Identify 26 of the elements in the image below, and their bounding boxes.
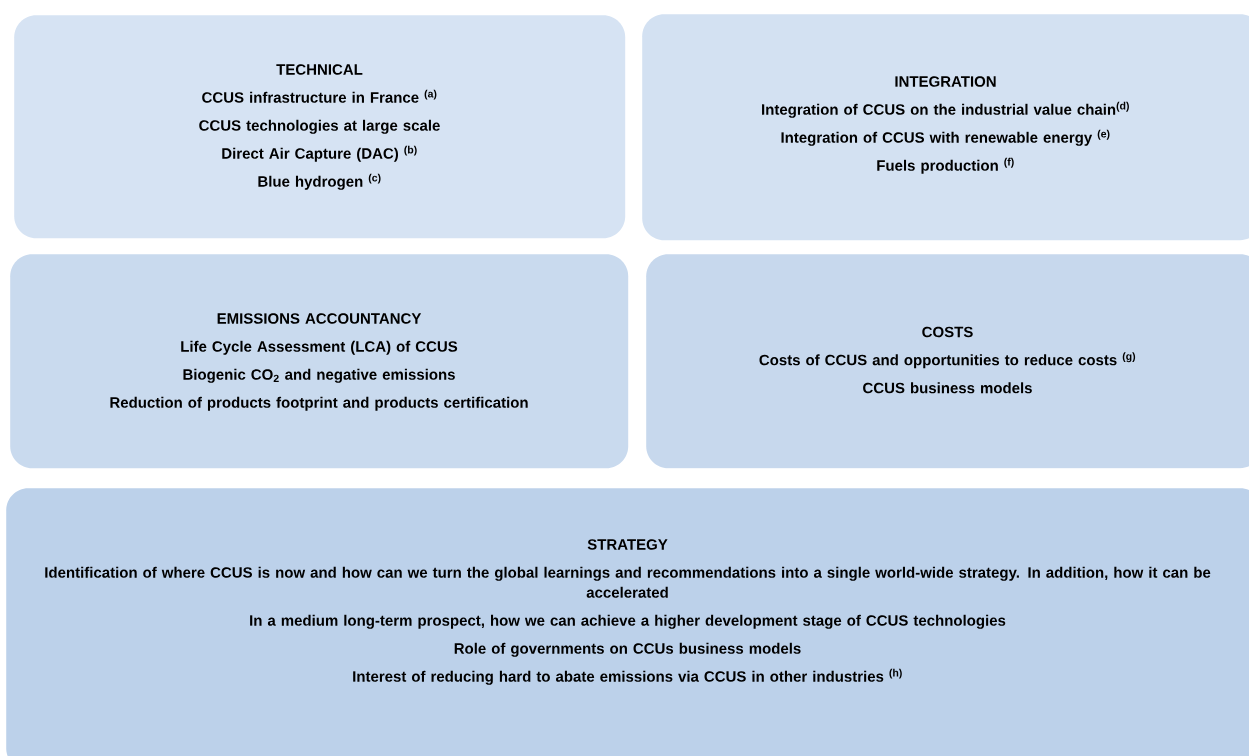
topic-text: Integration of CCUS with renewable energy $^{(e)}$ [781, 129, 1110, 146]
heading: INTEGRATION [895, 76, 996, 87]
topic-text: In a medium long-term prospect, how we can achieve a higher development stage of CCUS technologies [250, 614, 1006, 629]
topic-text: CCUS infrastructure in France $^{(a)}$ [202, 89, 437, 103]
topic-box [14, 15, 626, 239]
topic-text: CCUS business models [863, 382, 1032, 394]
topic-text: Biogenic CO$_{2}$ and negative emissions [183, 368, 455, 383]
topic-text: Role of governments on CCUs business models [454, 642, 801, 657]
topic-text: Blue hydrogen $^{(c)}$ [258, 173, 381, 190]
topic-text: Reduction of products footprint and products certification [110, 396, 528, 411]
topic-box [10, 254, 629, 469]
heading: STRATEGY [587, 539, 668, 550]
topic-text: Integration of CCUS on the industrial value chain$^{(d)}$ [762, 101, 1129, 118]
topic-box [646, 254, 1249, 469]
topic-text: CCUS technologies at large scale [199, 119, 440, 134]
heading: EMISSIONS ACCOUNTANCY [217, 313, 422, 324]
topic-text: Costs of CCUS and opportunities to reduce costs $^{(g)}$ [759, 352, 1136, 369]
topic-text: Identification of where CCUS is now and how can we turn the global learnings and recommendations into a single world-wide strategy. In addition, how it can be accelerated [45, 566, 1211, 598]
topic-box [642, 14, 1249, 241]
topic-text: Direct Air Capture (DAC) $^{(b)}$ [222, 145, 417, 162]
heading: TECHNICAL [276, 64, 363, 75]
topic-text: Life Cycle Assessment (LCA) of CCUS [181, 340, 458, 355]
topic-text: Interest of reducing hard to abate emissions via CCUS in other industries $^{(h)}$ [353, 668, 902, 685]
heading: COSTS [922, 326, 973, 338]
topic-box [6, 488, 1249, 756]
topic-text: Fuels production $^{(f)}$ [877, 157, 1014, 174]
